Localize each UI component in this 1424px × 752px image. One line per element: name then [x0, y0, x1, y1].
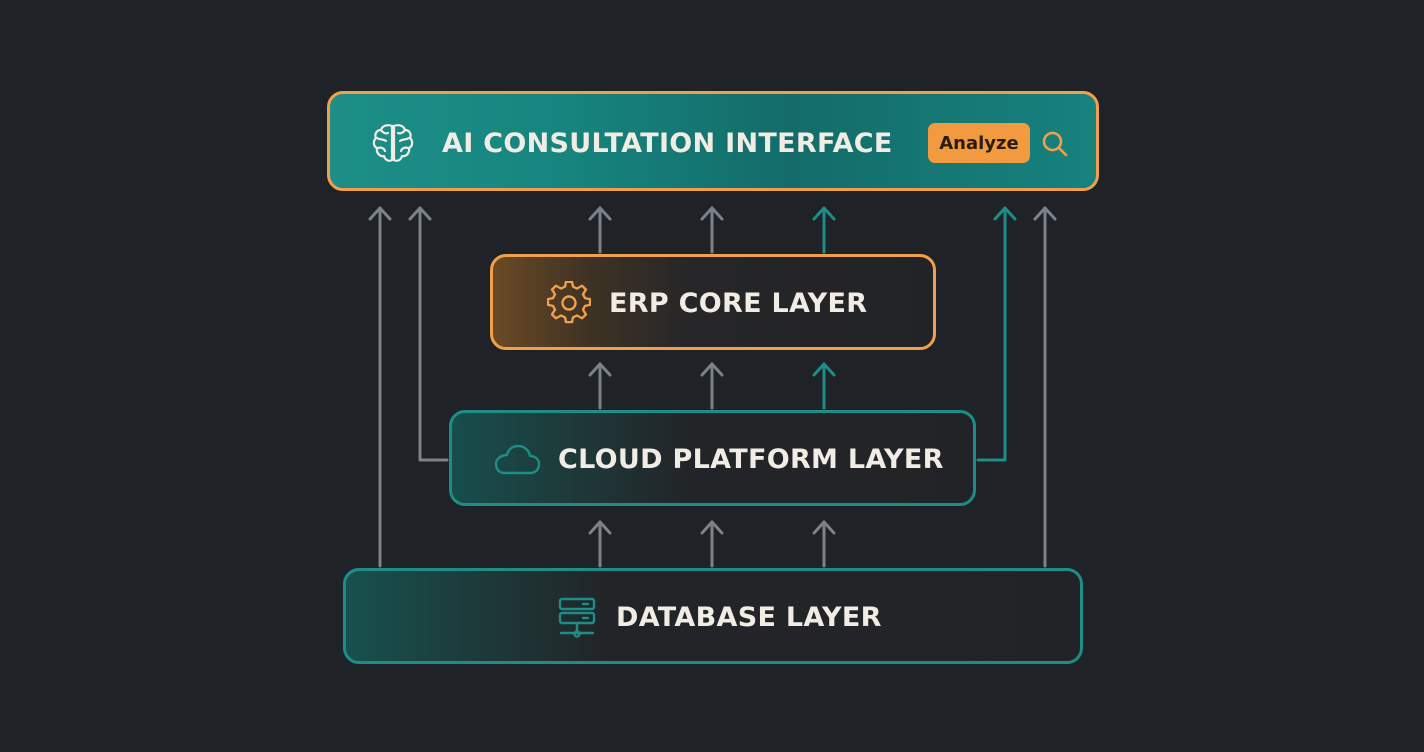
arrow-cloud-to-erp-3	[812, 362, 836, 410]
arrow-erp-to-ai-3	[812, 206, 836, 254]
search-icon[interactable]	[1038, 128, 1072, 160]
erp-core-layer: ERP CORE LAYER	[490, 254, 936, 350]
database-layer-title: DATABASE LAYER	[616, 602, 882, 633]
analyze-button[interactable]: Analyze	[928, 123, 1030, 163]
ai-layer-title: AI CONSULTATION INTERFACE	[442, 128, 893, 159]
arrow-erp-to-ai-1	[588, 206, 612, 254]
arrow-cloud-to-ai-right	[976, 206, 1017, 462]
gear-icon	[547, 281, 591, 325]
cloud-layer-title: CLOUD PLATFORM LAYER	[558, 444, 944, 475]
arrow-db-to-ai-right	[1033, 206, 1057, 568]
cloud-platform-layer: CLOUD PLATFORM LAYER	[449, 410, 976, 506]
database-layer: DATABASE LAYER	[343, 568, 1083, 664]
arrow-db-to-cloud-1	[588, 520, 612, 568]
arrow-db-to-cloud-3	[812, 520, 836, 568]
server-icon	[555, 596, 599, 640]
cloud-icon	[492, 441, 542, 479]
erp-layer-title: ERP CORE LAYER	[609, 288, 868, 319]
arrow-cloud-to-erp-2	[700, 362, 724, 410]
arrow-cloud-to-ai-left	[408, 206, 449, 462]
ai-consultation-layer: AI CONSULTATION INTERFACE Analyze	[327, 91, 1099, 191]
arrow-erp-to-ai-2	[700, 206, 724, 254]
brain-icon	[370, 120, 416, 166]
arrow-db-to-ai-left	[368, 206, 392, 568]
arrow-cloud-to-erp-1	[588, 362, 612, 410]
arrow-db-to-cloud-2	[700, 520, 724, 568]
